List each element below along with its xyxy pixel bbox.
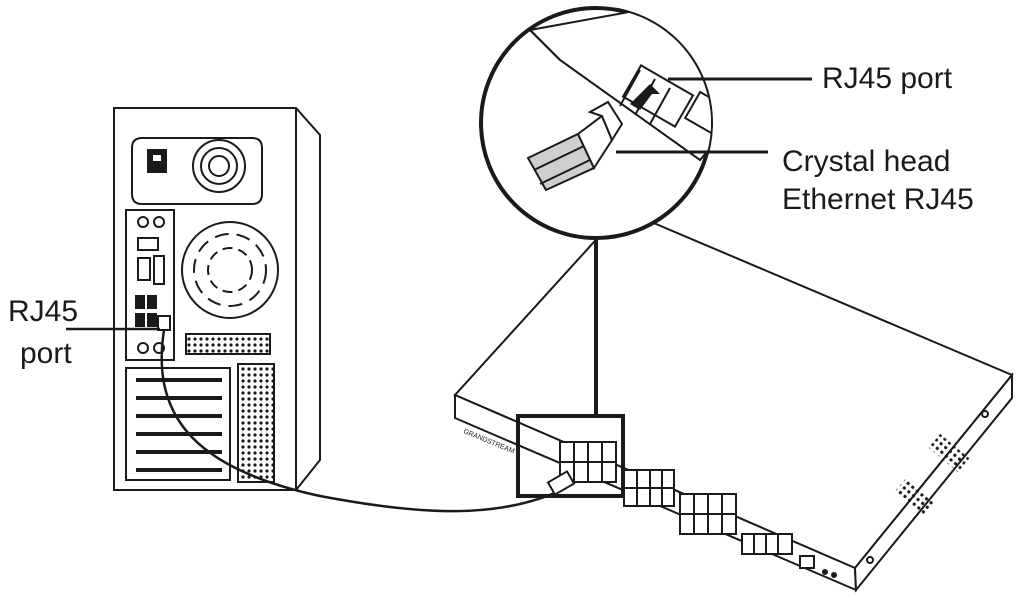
expansion-slots — [125, 367, 231, 481]
switch-rj45-port-label: RJ45 port — [822, 62, 953, 95]
vent-horizontal — [185, 333, 271, 355]
port-highlight-box — [516, 414, 625, 498]
crystal-head-label-line1: Crystal head — [782, 145, 951, 178]
pc-rj45-port-label-line2: port — [20, 337, 72, 370]
pc-tower — [113, 107, 321, 491]
vent-vertical — [237, 363, 275, 483]
pc-rj45-port-label-line1: RJ45 — [8, 295, 79, 328]
crystal-head-icon — [526, 100, 624, 192]
insert-arrow — [630, 84, 660, 110]
zoom-switch-ports — [619, 64, 711, 140]
zoom-inset — [479, 6, 713, 240]
ethernet-cable — [160, 329, 567, 513]
switch-side — [853, 372, 1013, 593]
console-port — [799, 555, 815, 569]
crystal-head-label-line2: Ethernet RJ45 — [782, 183, 974, 216]
network-switch — [453, 208, 1014, 593]
cable-plug — [546, 470, 576, 496]
io-panel — [125, 209, 175, 361]
